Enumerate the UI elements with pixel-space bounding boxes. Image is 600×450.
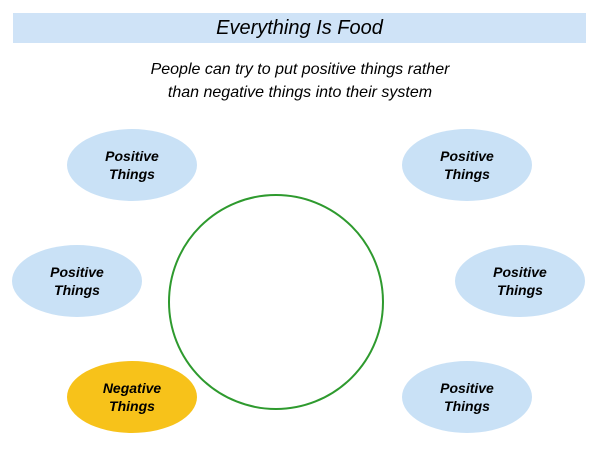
- subtitle-line-2: than negative things into their system: [167, 84, 433, 101]
- node-positive-top-right: Positive Things: [402, 129, 532, 201]
- subtitle: People can try to put positive things ra…: [40, 58, 560, 104]
- node-label-line-2: Things: [444, 398, 490, 414]
- page-title: Everything Is Food: [216, 16, 383, 39]
- node-label-line-1: Negative: [102, 380, 162, 396]
- node-label-line-1: Positive: [493, 264, 547, 280]
- title-bar: Everything Is Food: [13, 13, 586, 43]
- node-negative-bottom-left: Negative Things: [67, 361, 197, 433]
- node-label-line-2: Things: [109, 166, 155, 182]
- node-label-line-1: Positive: [50, 264, 104, 280]
- node-label-line-1: Positive: [105, 148, 159, 164]
- node-positive-top-left: Positive Things: [67, 129, 197, 201]
- node-positive-bottom-right: Positive Things: [402, 361, 532, 433]
- node-positive-middle-right: Positive Things: [455, 245, 585, 317]
- node-label-line-2: Things: [444, 166, 490, 182]
- subtitle-line-1: People can try to put positive things ra…: [150, 61, 450, 78]
- node-label-line-2: Things: [497, 282, 543, 298]
- node-label-line-2: Things: [109, 398, 155, 414]
- node-label-line-1: Positive: [440, 380, 494, 396]
- system-circle: [168, 194, 384, 410]
- node-positive-middle-left: Positive Things: [12, 245, 142, 317]
- node-label-line-1: Positive: [440, 148, 494, 164]
- node-label-line-2: Things: [54, 282, 100, 298]
